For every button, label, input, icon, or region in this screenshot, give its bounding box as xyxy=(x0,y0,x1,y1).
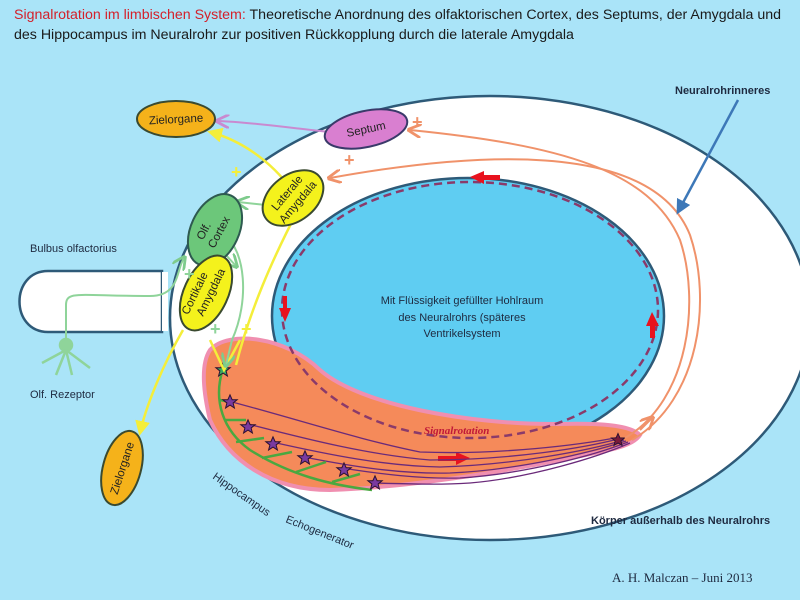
plus-sign: + xyxy=(412,112,423,132)
label-bulbus-olfactorius: Bulbus olfactorius xyxy=(30,243,117,255)
red-arrow-left xyxy=(279,296,291,322)
label-cavity-line1: Mit Flüssigkeit gefüllter Hohlraum xyxy=(381,295,544,307)
plus-sign: + xyxy=(184,264,195,284)
diagram-title: Signalrotation im limbischen System: The… xyxy=(14,5,794,45)
hippocampus-region xyxy=(201,336,643,493)
label-neuralrohrinneres: Neuralrohrinneres xyxy=(675,85,770,97)
orange-feedback-paths xyxy=(330,130,701,441)
label-cavity-line2: des Neuralrohrs (späteres xyxy=(398,312,526,324)
plus-sign: + xyxy=(210,319,221,339)
label-cavity-line3: Ventrikelsystem xyxy=(423,328,500,340)
label-olf-rezeptor: Olf. Rezeptor xyxy=(30,389,95,401)
node-zielorgane-bottom: Zielorgane xyxy=(100,429,144,507)
pointer-arrow xyxy=(676,99,740,215)
plus-sign: + xyxy=(344,150,355,170)
label-hippocampus: Hippocampus xyxy=(210,471,272,520)
label-koerper: Körper außerhalb des Neuralrohrs xyxy=(591,515,770,527)
plus-sign: + xyxy=(231,162,242,182)
node-zielorgane-top: Zielorgane xyxy=(136,100,216,138)
bulbus-joint xyxy=(162,272,168,331)
title-highlight: Signalrotation im limbischen System: xyxy=(14,7,246,23)
red-arrow-top xyxy=(470,171,500,184)
septum-output-arrow xyxy=(218,121,331,133)
bulbus-olfactorius-shape xyxy=(18,269,164,334)
label-signalrotation: Signalrotation xyxy=(424,425,489,437)
author-credit: A. H. Malczan – Juni 2013 xyxy=(612,570,752,585)
plus-sign: + xyxy=(241,319,252,339)
olfactory-receptor xyxy=(41,337,91,376)
red-arrow-bottom xyxy=(438,452,470,465)
axon-bundle xyxy=(231,401,631,485)
plus-signs: + + + + + + xyxy=(184,112,423,339)
node-cortical-amygdala: Cortikale Amygdala xyxy=(178,254,234,332)
node-septum: Septum xyxy=(323,108,409,150)
title-text: Theoretische Anordnung des olfaktorische… xyxy=(14,7,782,43)
red-arrow-right xyxy=(646,312,659,338)
label-echogenerator: Echogenerator xyxy=(284,514,356,552)
red-rotation-arrows xyxy=(279,171,659,465)
node-label: Zielorgane xyxy=(149,113,204,128)
